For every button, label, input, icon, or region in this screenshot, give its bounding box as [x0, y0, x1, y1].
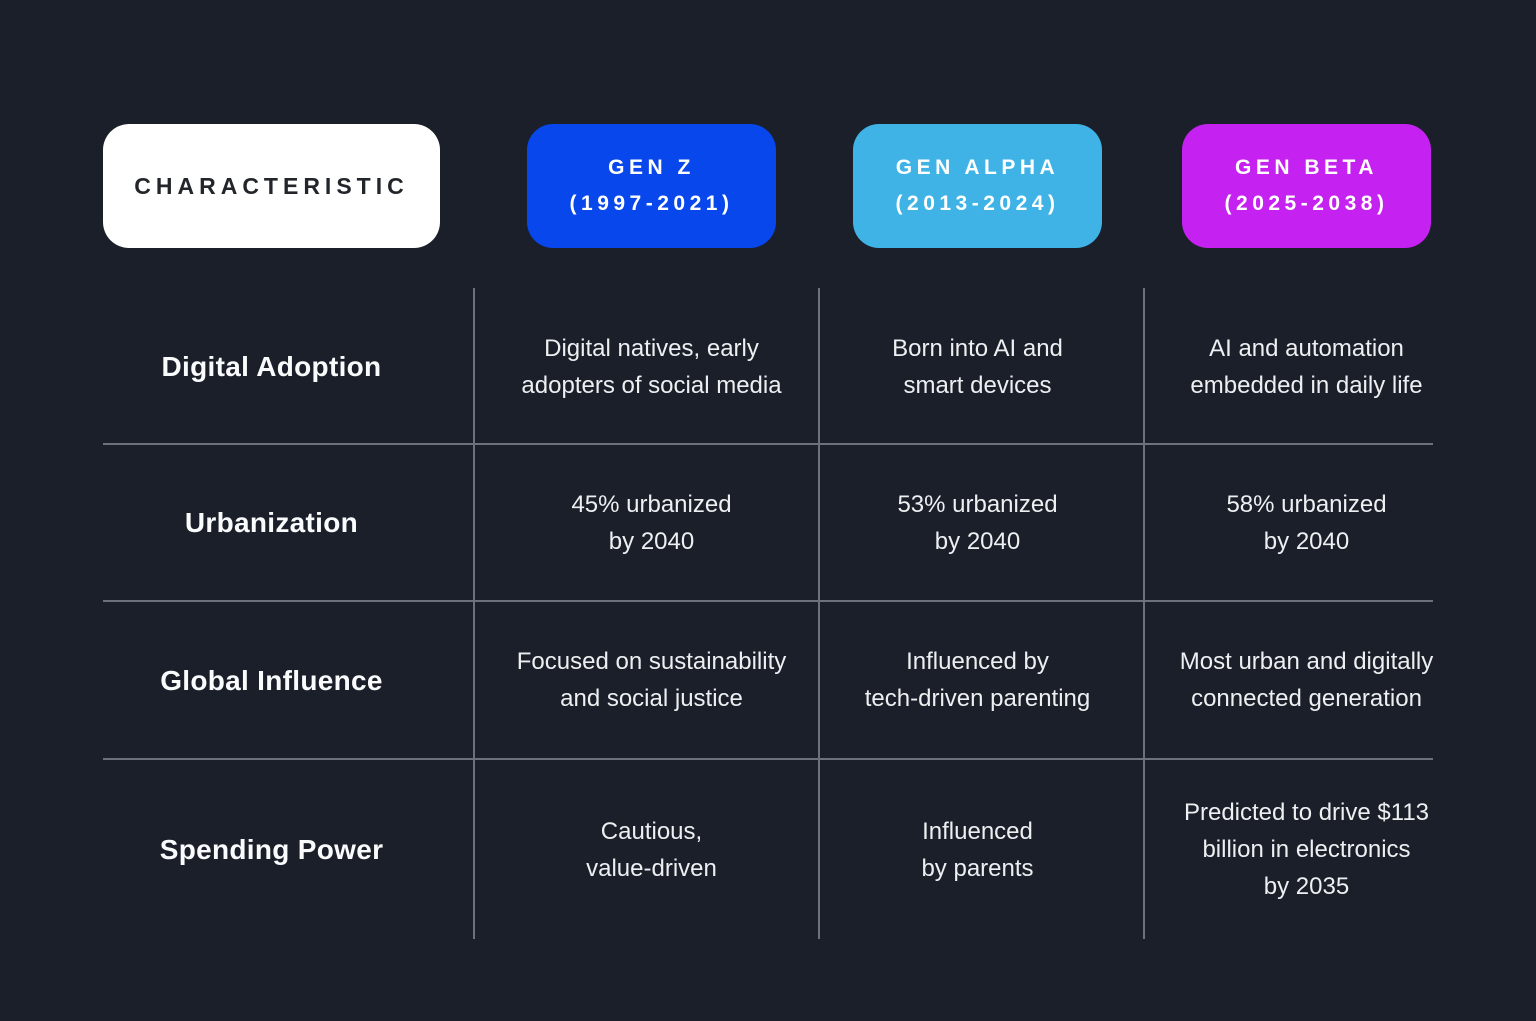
row-label-urbanization: Urbanization	[184, 507, 359, 538]
cell-spending-power-gen-beta: Predicted to drive $113 billion in elect…	[1183, 799, 1430, 900]
column-header-gen-beta: GEN BETA (2025-2038)	[1182, 124, 1431, 248]
cell-urbanization-gen-beta: 58% urbanized by 2040	[1226, 490, 1387, 555]
row-label-global-influence: Global Influence	[160, 664, 383, 696]
cell-global-influence-gen-z: Focused on sustainability and social jus…	[516, 648, 787, 712]
cell-spending-power-gen-alpha: Influenced by parents	[921, 817, 1034, 882]
column-header-gen-alpha: GEN ALPHA (2013-2024)	[853, 124, 1102, 248]
column-divider-1	[473, 288, 475, 939]
cell-digital-adoption-gen-beta: AI and automation embedded in daily life	[1190, 334, 1423, 399]
row-divider-3	[103, 758, 1433, 760]
column-header-gen-z: GEN Z (1997-2021)	[527, 124, 776, 248]
cell-digital-adoption-gen-alpha: Born into AI and smart devices	[892, 334, 1063, 399]
column-header-characteristic: CHARACTERISTIC	[103, 124, 440, 248]
row-label-spending-power: Spending Power	[159, 834, 384, 865]
row-divider-1	[103, 443, 1433, 445]
column-divider-3	[1143, 288, 1145, 939]
row-divider-2	[103, 600, 1433, 602]
cell-global-influence-gen-alpha: Influenced by tech-driven parenting	[864, 648, 1091, 712]
cell-urbanization-gen-z: 45% urbanized by 2040	[571, 490, 732, 555]
row-label-digital-adoption: Digital Adoption	[161, 351, 382, 382]
cell-digital-adoption-gen-z: Digital natives, early adopters of socia…	[521, 334, 782, 399]
column-divider-2	[818, 288, 820, 939]
cell-spending-power-gen-z: Cautious, value-driven	[586, 817, 717, 882]
cell-urbanization-gen-alpha: 53% urbanized by 2040	[897, 490, 1058, 555]
cell-global-influence-gen-beta: Most urban and digitally connected gener…	[1179, 648, 1434, 712]
